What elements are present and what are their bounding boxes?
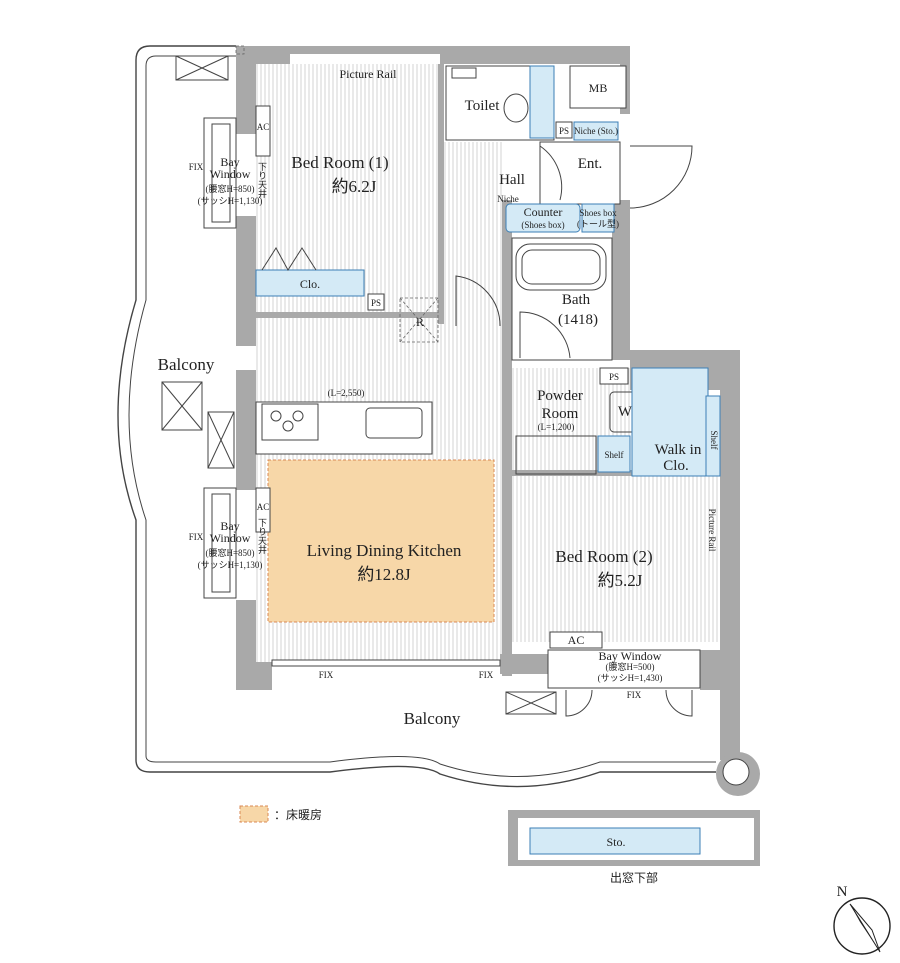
balcony-bottom-label: Balcony [404,709,461,728]
bed2-size: 約5.2J [598,571,643,590]
walkin-label: Walk in [655,442,702,458]
legend: ：床暖房 [239,805,322,823]
drop-ceiling-top: 下り天井 [257,162,267,199]
clo-label: Clo. [300,277,320,291]
ps-label-top: PS [559,126,569,136]
below-window-label: 出窓下部 [610,870,658,885]
bed-room-2: Bed Room (2) 約5.2J Picture Rail AC [549,509,717,649]
entrance: Ent. [539,141,693,209]
toilet-room: Toilet [445,65,555,141]
kitchen-length-label: (L=2,550) [328,388,365,398]
ac-label-bottom: AC [257,502,270,512]
sto-label: Sto. [606,835,625,849]
ac-label-bed2: AC [568,633,585,647]
bay-left-bottom-title1: Bay [220,519,239,533]
drop-ceiling-bottom: 下り天井 [257,518,267,555]
bay-left-top-title1: Bay [220,155,239,169]
bay-left-bottom-title2: Window [210,531,251,545]
hall-label: Hall [499,172,525,188]
powder-room: PS Powder Room (L=1,200) W Shelf [515,367,651,475]
bay-left-bottom-line2: (サッシH=1,130) [198,560,263,570]
balcony-left-label: Balcony [158,355,215,374]
picture-rail-top-label: Picture Rail [340,67,398,81]
bay-window-bottom: Bay Window (腰窓H=500) (サッシH=1,430) FIX [547,649,701,717]
ac-label-top: AC [257,122,270,132]
compass-n: N [837,884,848,900]
outdoor-unit-4 [505,691,557,715]
r-label: R [416,315,424,329]
legend-text: ：床暖房 [274,807,322,822]
bay-window-left-bottom: FIX Bay Window (腰窓H=850) (サッシH=1,130) [189,487,263,599]
bay-left-top-line2: (サッシH=1,130) [198,196,263,206]
legend-swatch [239,805,269,823]
bed1-name: Bed Room (1) [291,153,388,172]
bath-room: Bath (1418) [511,237,613,361]
r-box: R [399,297,439,343]
w-label: W [618,404,633,420]
walkin-clo-label: Clo. [663,458,688,474]
counter-sub-label: (Shoes box) [521,220,564,230]
picture-rail-side-label: Picture Rail [707,509,717,552]
bay-bottom-line1: (腰窓H=500) [605,661,654,672]
bay-left-bottom-line1: (腰窓H=850) [205,547,254,558]
powder-room-label: Room [542,406,579,422]
shoes-box-sub-label: (トール型) [577,219,619,229]
counter-label: Counter [524,205,563,219]
bed-room-1: Picture Rail Bed Room (1) 約6.2J Clo. [255,67,398,297]
mb-label: MB [589,81,608,95]
niche-label: Niche [497,194,519,204]
niche-sto-label: Niche (Sto.) [574,126,618,136]
bay-bottom-title: Bay Window [599,649,662,663]
ldk-size: 約12.8J [357,565,411,584]
outdoor-unit-1 [175,55,229,81]
balcony-outline [117,45,716,788]
mb-room: MB [569,65,627,109]
bay-left-top-line1: (腰窓H=850) [205,183,254,194]
ps-label-powder: PS [609,372,619,382]
walk-in-closet: Walk in Clo. Shelf [631,367,721,477]
fix-side-top: FIX [189,162,204,172]
outdoor-unit-3 [207,411,235,469]
shelf-label: Shelf [605,450,624,460]
north-compass: N [833,884,891,955]
below-window-storage: Sto. 出窓下部 [508,810,760,885]
fix-side-bottom: FIX [189,532,204,542]
fix-label-right: FIX [479,670,494,680]
ent-label: Ent. [578,156,603,172]
bed1-size: 約6.2J [332,177,377,196]
bay-left-top-title2: Window [210,167,251,181]
shoes-box-label: Shoes box [579,208,617,218]
floor-heating-area [267,459,495,623]
fix-label-bay: FIX [627,690,642,700]
vanity-length-label: (L=1,200) [538,422,575,432]
ldk-name: Living Dining Kitchen [307,541,462,560]
fix-label-left: FIX [319,670,334,680]
powder-label: Powder [537,388,583,404]
bay-window-left-top: FIX Bay Window (腰窓H=850) (サッシH=1,130) [189,117,263,229]
toilet-label: Toilet [465,98,501,114]
kitchen: (L=2,550) [255,388,433,455]
ps-label-mid: PS [371,298,381,308]
outdoor-unit-2 [161,381,203,431]
bay-bottom-line2: (サッシH=1,430) [598,673,663,683]
bed2-name: Bed Room (2) [555,547,652,566]
shelf-vert-label: Shelf [709,431,719,450]
bath-label: Bath [562,292,591,308]
bath-size-label: (1418) [558,312,598,328]
